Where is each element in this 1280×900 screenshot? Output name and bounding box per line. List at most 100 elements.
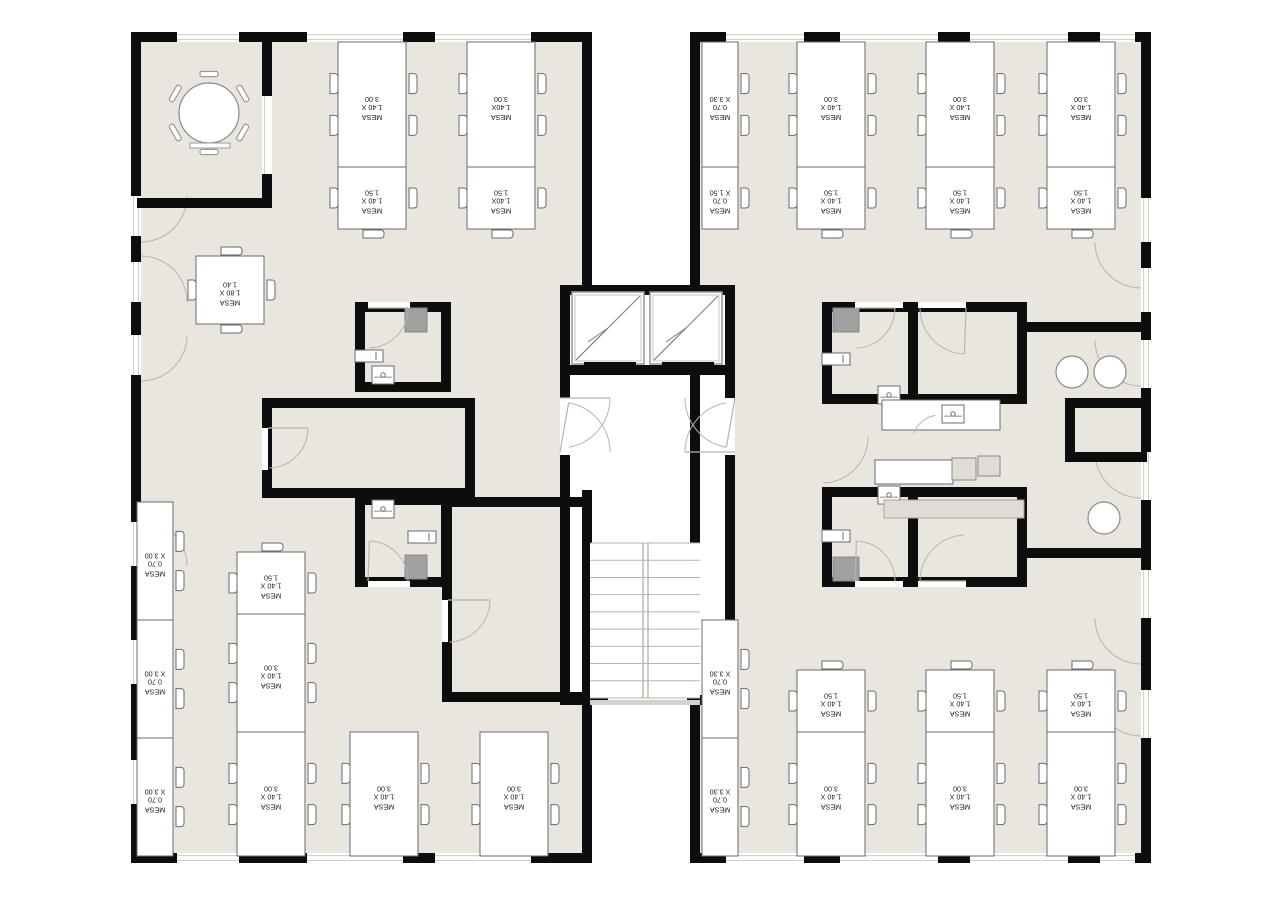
fixture-circle-1 xyxy=(1055,355,1089,389)
stairwell xyxy=(590,543,700,698)
desk-c2-bot[interactable] xyxy=(349,731,419,857)
wall-core-north xyxy=(560,285,735,295)
desk-b2-bot[interactable] xyxy=(925,166,995,230)
desk-b2-top-label-size-2: 3.00 xyxy=(953,95,967,104)
desk-d1-bot-label-name: MESA xyxy=(821,802,842,811)
wall-rr-ul-west xyxy=(355,302,365,390)
desk-b3-top-chair-R1 xyxy=(1117,114,1127,136)
desk-a1-bot[interactable] xyxy=(337,166,407,230)
desk-b3-top[interactable] xyxy=(1046,41,1116,168)
vanity-lr xyxy=(874,459,954,485)
wall-rr-ll-north xyxy=(355,495,451,505)
rr-ur-doorB-arc xyxy=(919,307,965,355)
window-east-5 xyxy=(1141,570,1151,618)
desk-c1-bot[interactable] xyxy=(236,731,306,857)
desk-a1-top[interactable] xyxy=(337,41,407,168)
desk-c0-3-chair-R0 xyxy=(175,766,185,788)
desk-b0-top-chair-R1 xyxy=(740,114,750,136)
desk-b1-top-label-size-2: 3.00 xyxy=(824,95,838,104)
round-table-chair-3 xyxy=(199,148,219,156)
desk-c0-1-chair-R1 xyxy=(175,570,185,592)
rr-lr-doorB-opening xyxy=(918,581,966,587)
desk-d0-1-label-name: MESA xyxy=(710,687,731,696)
desk-c1-mid-chair-R0 xyxy=(307,642,317,664)
desk-d3-bot-label-size-2: 3.00 xyxy=(1074,784,1088,793)
desk-c0-2-label-name: MESA xyxy=(145,687,166,696)
desk-b3-bot-label-name: MESA xyxy=(1071,206,1092,215)
desk-c0-2[interactable] xyxy=(136,619,174,739)
desk-d0-1[interactable] xyxy=(701,619,739,739)
toilet-lr-bowl xyxy=(886,492,892,498)
desk-d3-top-label-size-2: 1.50 xyxy=(1074,691,1088,700)
desk-d1-top-label-size-1: 1.40 X xyxy=(820,699,841,708)
desk-d1-bot-chair-L1 xyxy=(788,804,798,826)
desk-c1-top[interactable] xyxy=(236,551,306,615)
core-door-east-a-arc xyxy=(684,397,727,448)
desk-c1-mid-label-size-2: 3.00 xyxy=(264,663,278,672)
window-north-r4 xyxy=(1100,32,1135,42)
wall-core-right-link xyxy=(690,222,700,292)
window-west-4 xyxy=(131,522,141,566)
desk-d3-bot[interactable] xyxy=(1046,731,1116,857)
wall-nw-room-south xyxy=(137,198,272,208)
desk-c1-bot-chair-R1 xyxy=(307,804,317,826)
desk-d1-top[interactable] xyxy=(796,669,866,733)
desk-d2-bot-label-size-2: 3.00 xyxy=(953,784,967,793)
desk-d1-bot[interactable] xyxy=(796,731,866,857)
desk-a1-top-label-size-1: 1.40 X xyxy=(361,103,382,112)
window-west-1 xyxy=(131,196,141,236)
rr-ur-doorB-leaf xyxy=(963,307,967,354)
stair-lobby-sill xyxy=(590,700,700,705)
desk-b0-top[interactable] xyxy=(701,41,739,168)
right-circles xyxy=(1055,355,1127,535)
fixture-lr-a xyxy=(951,457,977,481)
desk-d3-top[interactable] xyxy=(1046,669,1116,733)
desk-b3-bot-label-size-1: 1.40 X xyxy=(1070,196,1091,205)
desk-b1-bot[interactable] xyxy=(796,166,866,230)
desk-square-chair-R xyxy=(266,279,276,301)
desk-b0-top-label-name: MESA xyxy=(710,113,731,122)
window-north-l1 xyxy=(177,32,239,42)
desk-b2-bot-label-name: MESA xyxy=(950,206,971,215)
desk-a2-top[interactable] xyxy=(466,41,536,168)
desk-d0-2[interactable] xyxy=(701,737,739,857)
desk-c1-top-label-size-2: 1.50 xyxy=(264,573,278,582)
desk-a2-top-label-size-2: 3.00 xyxy=(494,95,508,104)
desk-a1-top-chair-L0 xyxy=(329,73,339,95)
desk-c1-top-chair-R0 xyxy=(307,572,317,594)
desk-c0-1-label-size-1: 0.70 xyxy=(148,559,162,568)
desk-c3-bot[interactable] xyxy=(479,731,549,857)
desk-c0-1[interactable] xyxy=(136,501,174,621)
wall-rr-lr-east xyxy=(1017,487,1027,587)
desk-b3-bot[interactable] xyxy=(1046,166,1116,230)
wall-rr-ur-east xyxy=(1017,302,1027,402)
desk-b1-bot-label-size-2: 1.50 xyxy=(824,188,838,197)
rr-lr-doorA-arc xyxy=(856,540,896,582)
vanity-ur xyxy=(881,399,1001,431)
toilet-ul-bowl xyxy=(380,372,386,378)
desk-d2-top[interactable] xyxy=(925,669,995,733)
desk-b1-top[interactable] xyxy=(796,41,866,168)
desk-square[interactable] xyxy=(195,255,265,325)
desk-c1-mid[interactable] xyxy=(236,613,306,733)
desk-c1-top-label-size-1: 1.40 X xyxy=(260,581,281,590)
desk-square-chair-T xyxy=(220,246,243,256)
desk-b0-bot[interactable] xyxy=(701,166,739,230)
desk-d2-bot[interactable] xyxy=(925,731,995,857)
desk-c0-3[interactable] xyxy=(136,737,174,857)
desk-d2-top-label-size-2: 1.50 xyxy=(953,691,967,700)
desk-a2-bot-label-size-1: 1.40X xyxy=(491,196,510,205)
desk-a2-bot[interactable] xyxy=(466,166,536,230)
desk-d2-bot-label-size-1: 1.40 X xyxy=(949,792,970,801)
desk-c0-1-label-size-2: X 3.00 xyxy=(145,551,166,560)
window-east-4 xyxy=(1141,452,1151,500)
office-ml-door-opening xyxy=(262,428,268,470)
round-table[interactable] xyxy=(178,82,240,144)
elevator-right-diag-c xyxy=(665,327,687,343)
desk-b0-top-chair-R0 xyxy=(740,73,750,95)
